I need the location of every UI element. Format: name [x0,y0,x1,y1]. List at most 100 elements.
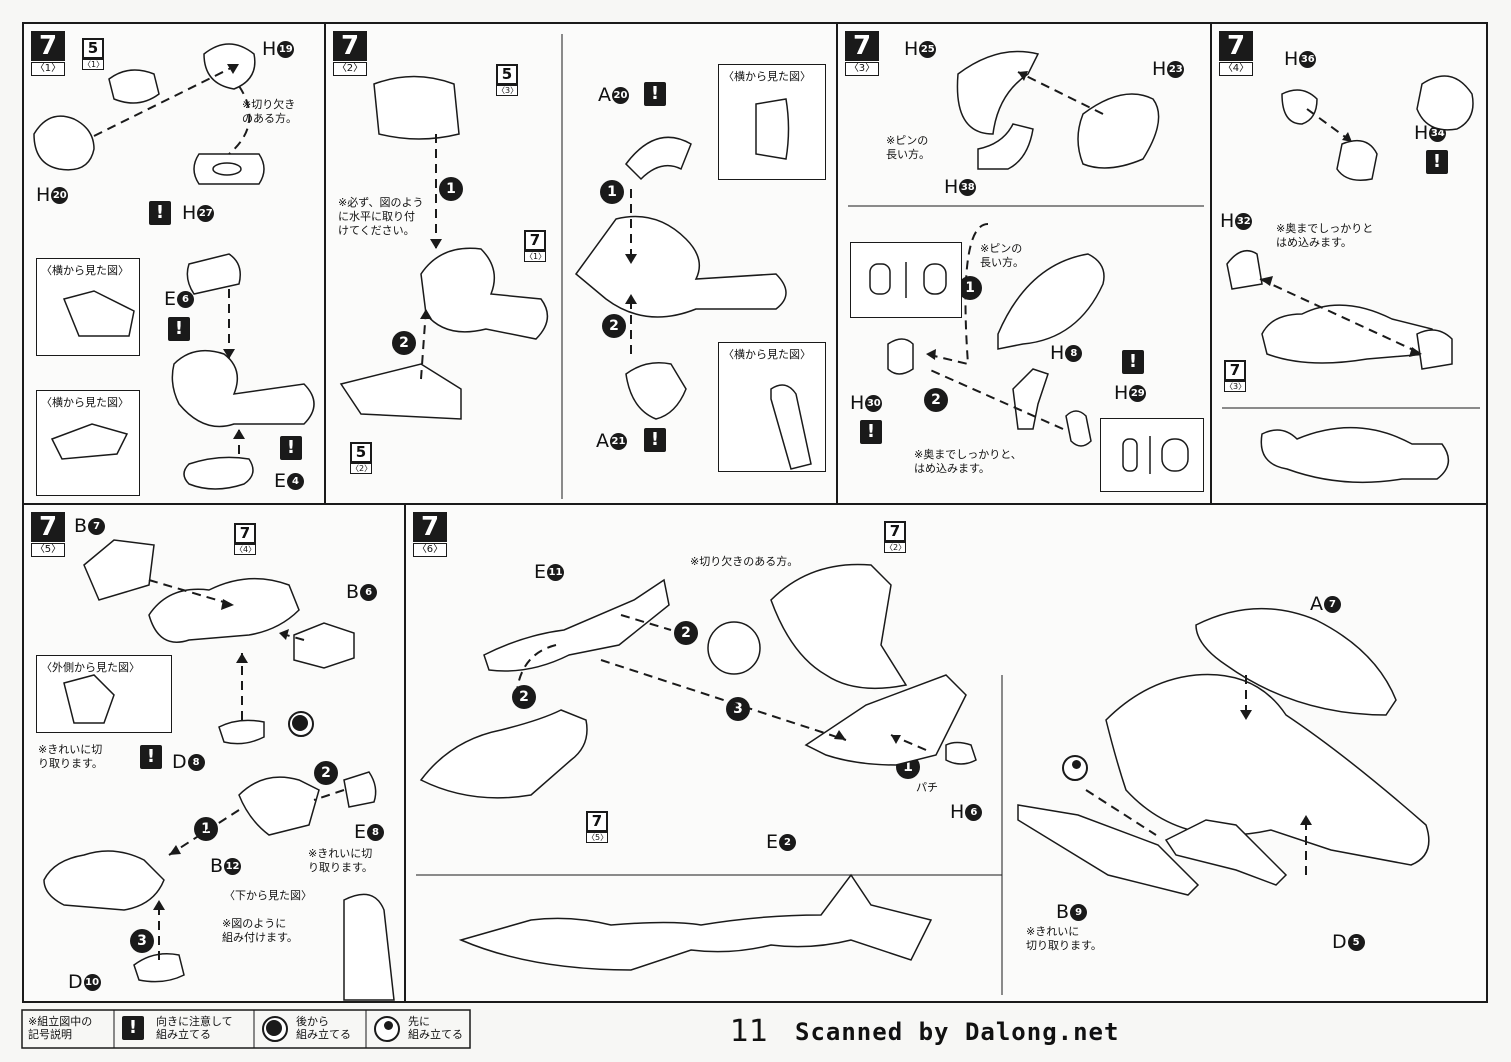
order-marker: 2 [602,314,626,338]
note-text: ※きれいに切 り取ります。 [38,743,103,770]
caution-icon: ! [149,201,171,225]
note-text: ※奥までしっかりと はめ込みます。 [1276,222,1374,249]
front-assembly-icon [374,1016,400,1042]
assembly-drawing [416,563,1430,995]
back-assembly-icon [262,1016,288,1042]
step-badge: 7 〈4〉 [1219,31,1253,76]
legend-back: 後から 組み立てる [296,1015,351,1041]
order-marker: 1 [439,177,463,201]
side-view-box: 〈横から見た図〉 [36,390,140,496]
step-badge: 7 〈5〉 [31,512,65,557]
note-text: ※切り欠き のある方。 [242,98,297,125]
caution-icon: ! [644,428,666,452]
order-marker: 2 [512,685,536,709]
note-text: 〈下から見た図〉 [224,889,312,902]
step-badge: 7 〈1〉 [31,31,65,76]
side-view-box: 〈横から見た図〉 [36,258,140,356]
caution-icon: ! [860,420,882,444]
order-marker: 3 [726,697,750,721]
caution-icon: ! [140,745,162,769]
assembly-drawing [1222,75,1480,484]
panel-step-7-2: 7 〈2〉 5 〈3〉 ※必ず、図のよう に水平に取り付 けてください。 7 〈… [324,22,838,505]
note-text: パチ [916,781,938,794]
caution-icon: ! [168,317,190,341]
note-text: ※必ず、図のよう に水平に取り付 けてください。 [338,196,424,237]
ref-badge: 7 〈4〉 [234,523,257,555]
order-marker: 1 [896,755,920,779]
page-number: 11 [730,1014,769,1049]
ref-badge: 7 〈1〉 [524,230,547,262]
ref-badge: 7 〈2〉 [884,521,907,553]
order-marker: 2 [314,761,338,785]
order-marker: 2 [392,331,416,355]
note-text: ※図のように 組み付けます。 [222,917,298,944]
order-marker: 1 [600,180,624,204]
step-badge: 7 〈2〉 [333,31,367,76]
order-marker: 2 [924,388,948,412]
legend-caution: 向きに注意して 組み立てる [156,1015,233,1041]
legend-first: 先に 組み立てる [408,1015,463,1041]
ref-badge: 7 〈5〉 [586,811,609,843]
back-assembly-icon [288,711,314,737]
caution-icon: ! [1122,350,1144,374]
outside-view-box: 〈外側から見た図〉 [36,655,172,733]
ref-badge: 5 〈1〉 [82,38,105,70]
side-view-box: 〈横から見た図〉 [718,342,826,472]
ref-badge: 5 〈2〉 [350,442,373,474]
side-view-box: 〈横から見た図〉 [718,64,826,180]
step-badge: 7 〈6〉 [413,512,447,557]
ref-badge: 7 〈3〉 [1224,360,1247,392]
scanner-credit: Scanned by Dalong.net [795,1018,1120,1046]
pin-view-box [1100,418,1204,492]
order-marker: 1 [194,817,218,841]
caution-icon: ! [644,82,666,106]
caution-icon: ! [280,436,302,460]
order-marker: 3 [130,929,154,953]
order-marker: 2 [674,621,698,645]
note-text: ※奥までしっかりと、 はめ込みます。 [914,448,1022,475]
note-text: ※ピンの 長い方。 [980,242,1024,269]
front-assembly-icon [1062,755,1088,781]
caution-icon: ! [1426,150,1448,174]
note-text: ※きれいに切 り取ります。 [308,847,373,874]
step-badge: 7 〈3〉 [845,31,879,76]
note-text: ※ピンの 長い方。 [886,134,930,161]
note-text: ※切り欠きのある方。 [690,555,799,568]
ref-badge: 5 〈3〉 [496,64,519,96]
legend-title: ※組立図中の 記号説明 [28,1015,93,1041]
caution-icon: ! [122,1016,144,1040]
